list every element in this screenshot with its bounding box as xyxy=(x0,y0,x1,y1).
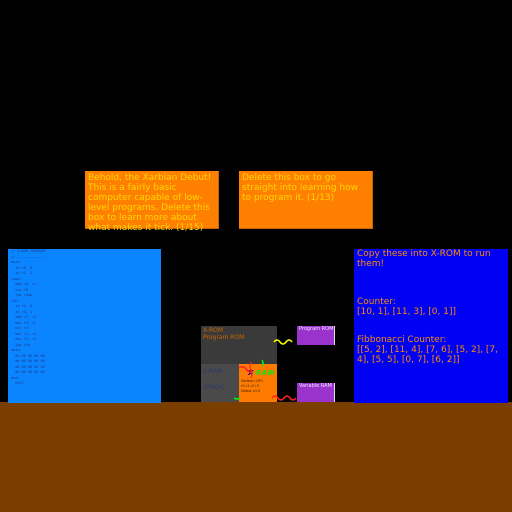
code-line: db 00 00 00 00 xyxy=(11,370,45,374)
code-line: add r0, r1 xyxy=(11,282,37,286)
code-line: // ---------------- xyxy=(11,254,52,259)
rom-subtitle: Program ROM xyxy=(203,334,245,341)
rom-title: X-ROM xyxy=(203,327,224,334)
code-line: end: xyxy=(11,375,20,380)
info-heading: Copy these into X-ROM to run them! xyxy=(357,249,491,269)
code-listing-panel[interactable]: // X-ROM PROGRAM// ----------------main:… xyxy=(8,249,161,403)
code-line: db 00 00 00 00 xyxy=(11,353,45,358)
code-line: db 00 00 00 00 xyxy=(11,359,45,363)
cpu-name-rest: -RAW xyxy=(252,369,276,377)
code-line: mov r3, r4 xyxy=(11,337,37,341)
code-line: mov r4, r2 xyxy=(11,320,37,325)
code-line: data: xyxy=(11,348,22,352)
tooltip-box-intro[interactable]: Behold, the Xarbian Debut! This is a fai… xyxy=(85,171,219,233)
code-line: main: xyxy=(11,260,22,264)
cpu-chip[interactable]: X-RAW Xarbian CPU r0 r1 r2 r3 Debut v1.0 xyxy=(239,364,277,402)
ground xyxy=(0,402,512,512)
code-line: loop: xyxy=(11,276,22,281)
ram-chip[interactable]: X-RAM XPROC xyxy=(201,364,239,402)
code-line: ld r2, 0 xyxy=(11,304,33,308)
code-line: ld r3, 1 xyxy=(11,309,33,314)
program-rom-chip[interactable]: X-ROM Program ROM xyxy=(201,326,277,364)
tooltip-box-skip[interactable]: Delete this box to go straight into lear… xyxy=(239,171,373,229)
code-line: fib: xyxy=(11,298,20,303)
fib-counter-label: Fibbonacci Counter: xyxy=(357,335,447,345)
code-line: add r2, r3 xyxy=(11,315,37,319)
cpu-name: X-RAW xyxy=(248,369,275,377)
code-line: db 00 00 00 00 xyxy=(11,364,45,369)
code-line: out r4 xyxy=(11,326,28,330)
counter-label: Counter: xyxy=(357,297,396,307)
ram-label: X-RAM xyxy=(203,368,223,375)
code-line: out r0 xyxy=(11,287,28,292)
code-line: ld r1, 1 xyxy=(11,271,33,275)
program-info-panel[interactable]: Copy these into X-ROM to run them! Count… xyxy=(354,249,508,403)
code-line: jmp loop xyxy=(11,293,33,297)
code-line: jmp fib xyxy=(11,342,30,347)
code-line: mov r2, r3 xyxy=(11,331,37,336)
fib-counter-value: [[5, 2], [11, 4], [7, 6], [5, 2], [7, 4]… xyxy=(357,345,499,365)
proc-label: XPROC xyxy=(203,384,224,391)
cpu-subtext: Xarbian CPU r0 r1 r2 r3 Debut v1.0 xyxy=(241,379,263,393)
code-line: ld r0, 0 xyxy=(11,265,33,270)
counter-value: [10, 1], [11, 3], [0, 1]] xyxy=(357,307,456,317)
program-rom-label[interactable]: Program ROM xyxy=(297,326,335,345)
code-line: // X-ROM PROGRAM xyxy=(11,249,45,253)
code-line: halt xyxy=(11,381,24,385)
variable-ram-label[interactable]: Variable RAM xyxy=(297,383,335,402)
